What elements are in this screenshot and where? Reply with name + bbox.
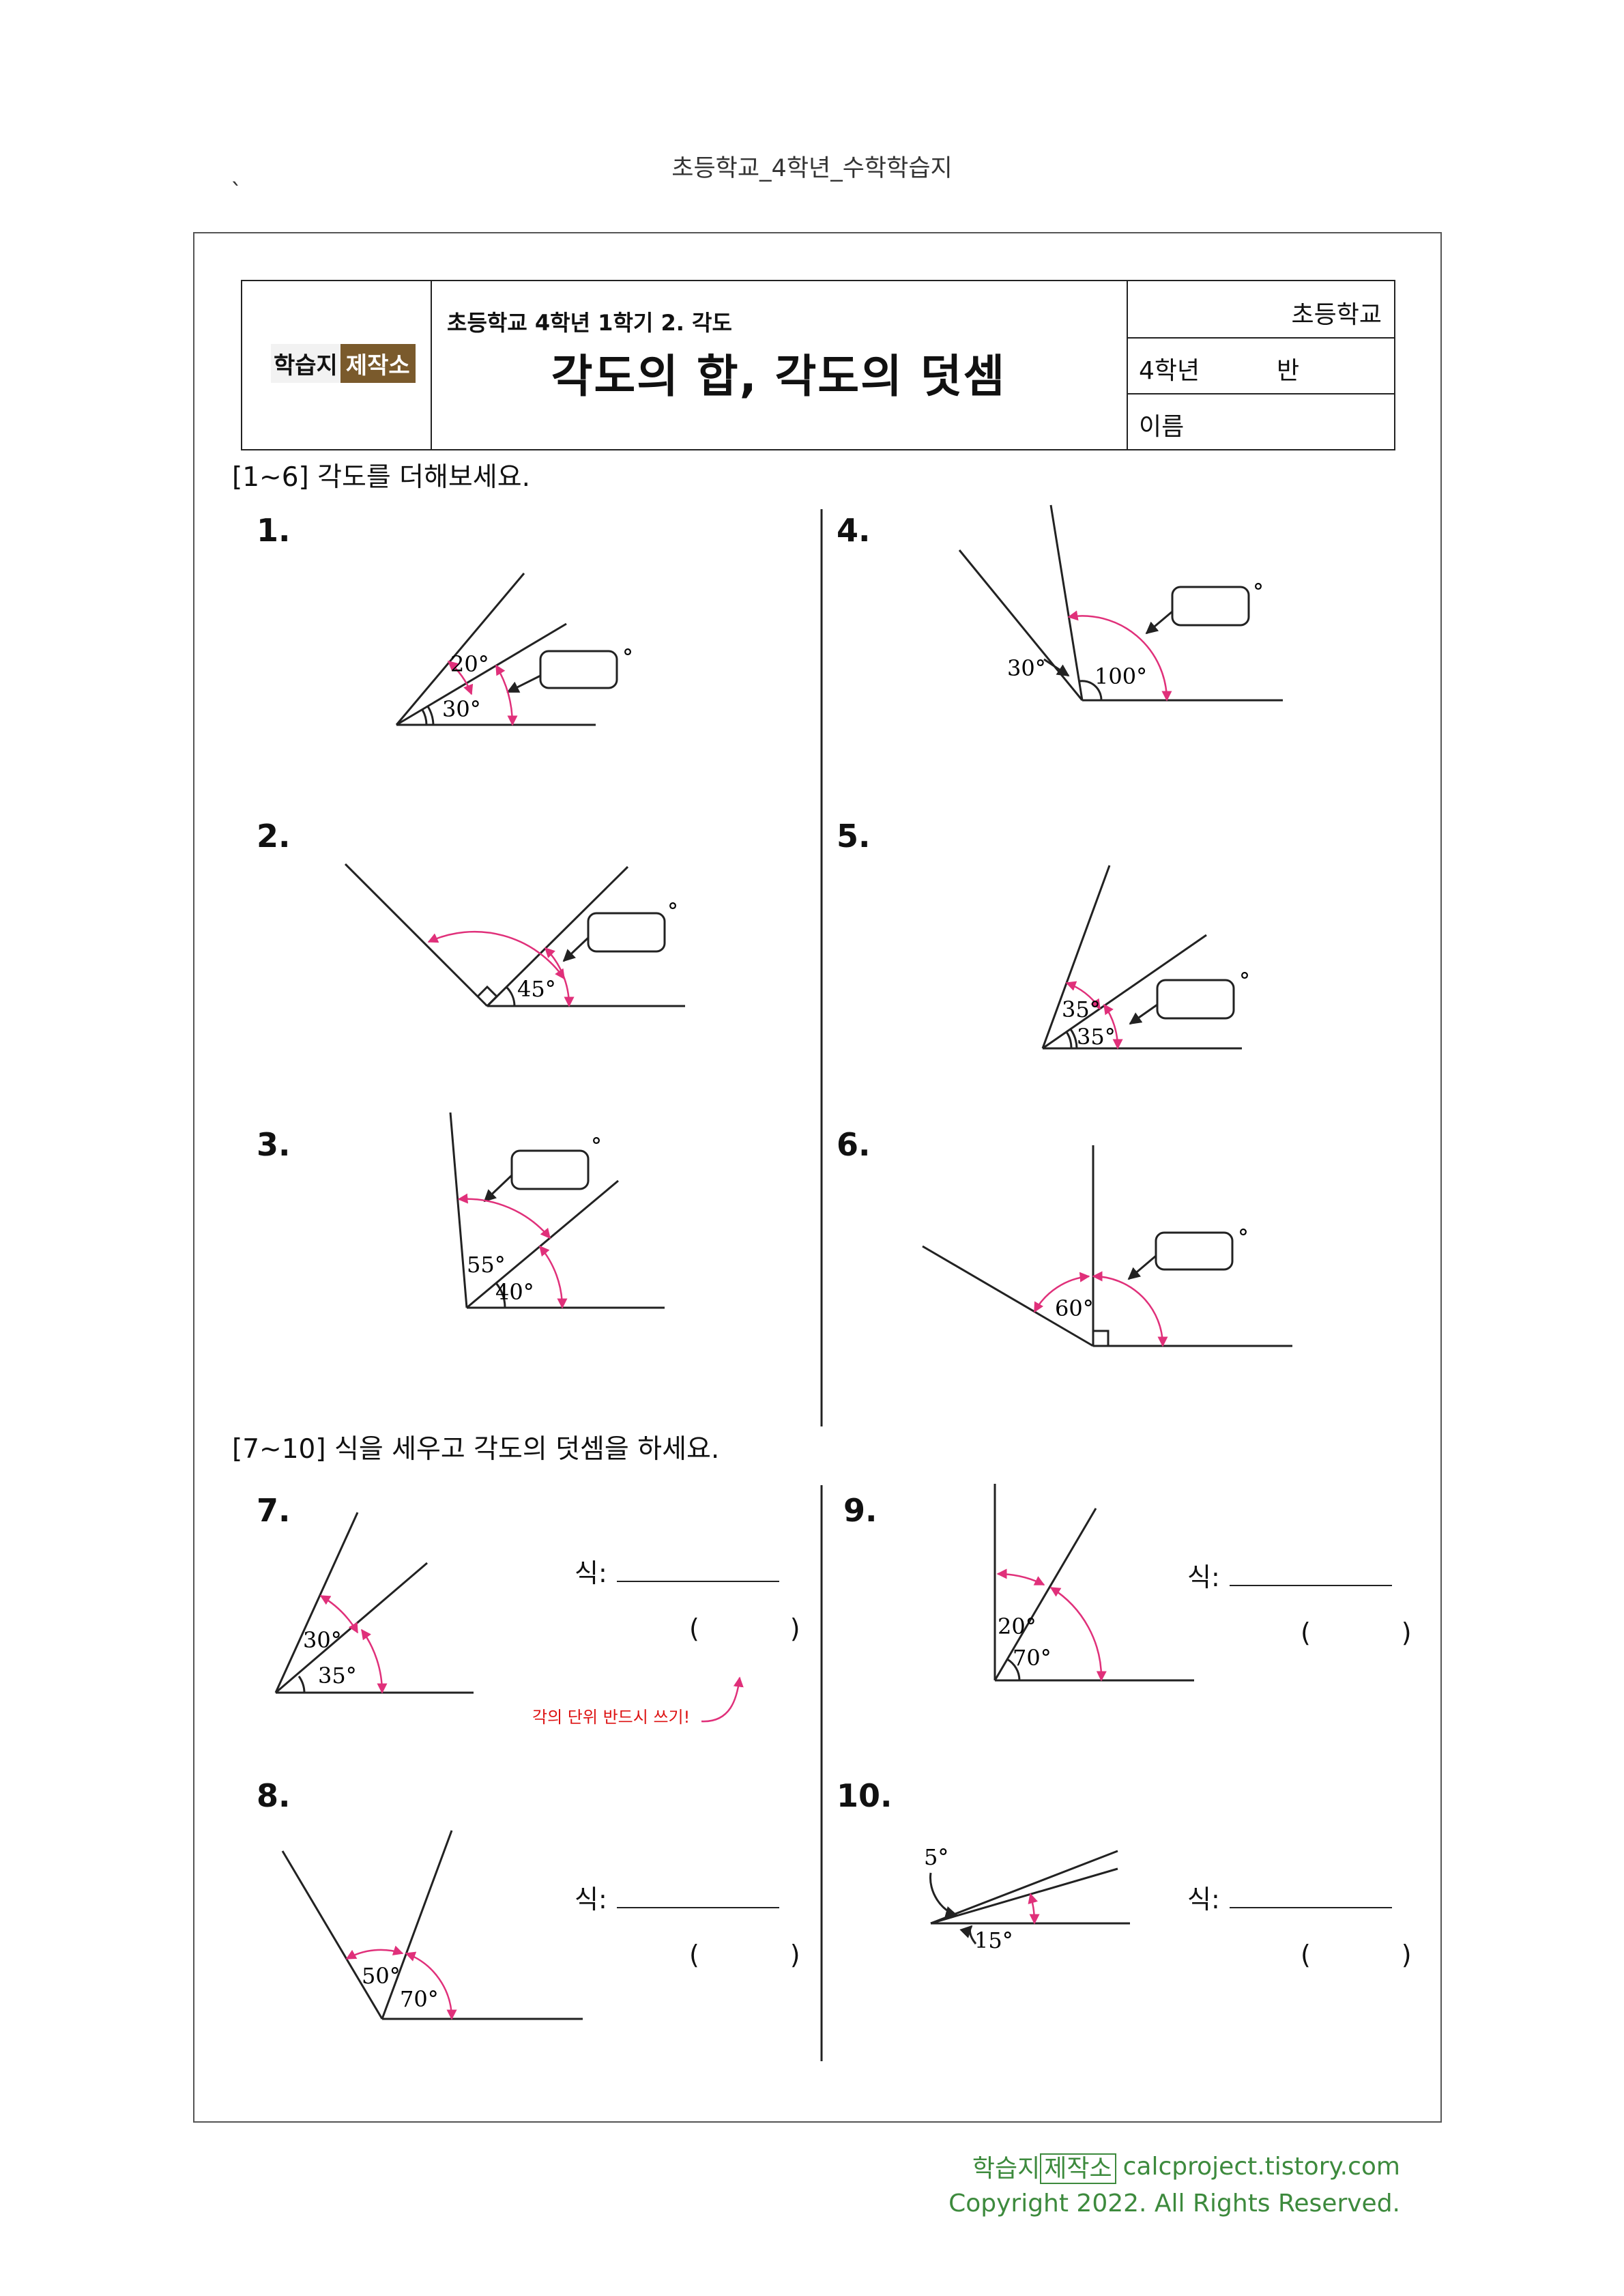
stray-mark: ` (231, 179, 242, 206)
equation-blank[interactable] (1230, 1585, 1392, 1586)
footer-copyright: Copyright 2022. All Rights Reserved. (948, 2190, 1400, 2218)
angle-label: 5° (924, 1844, 948, 1870)
problem-number: 9. (843, 1492, 878, 1529)
angle-label: 20° (450, 651, 489, 677)
problem-number: 10. (837, 1777, 893, 1814)
worksheet-frame (193, 232, 1442, 2123)
equation-blank[interactable] (617, 1907, 779, 1908)
answer-blank[interactable]: ( ) (689, 1940, 800, 1970)
angle-label: 35° (1062, 996, 1101, 1022)
diagram-1 (395, 573, 618, 726)
angle-label: 60° (1055, 1295, 1094, 1321)
angle-label: 40° (495, 1279, 534, 1305)
degree-symbol: ° (1253, 579, 1264, 605)
angle-label: 70° (1013, 1645, 1052, 1671)
footer-url[interactable]: calcproject.tistory.com (1122, 2152, 1400, 2181)
angle-label: 15° (974, 1927, 1013, 1953)
diagram-10 (929, 1850, 1130, 1945)
problem-number: 3. (257, 1126, 291, 1163)
grade-label: 4학년 (1139, 357, 1200, 385)
problem-number: 1. (257, 512, 291, 549)
angle-label: 70° (400, 1986, 439, 2012)
problem-number: 2. (257, 818, 291, 855)
school-label: 초등학교 (1291, 301, 1382, 329)
section2-instruction: [7~10] 식을 세우고 각도의 덧셈을 하세요. (232, 1434, 720, 1465)
worksheet-title: 각도의 합, 각도의 덧셈 (551, 350, 1006, 403)
degree-symbol: ° (667, 898, 678, 924)
equation-blank[interactable] (1230, 1907, 1392, 1908)
angle-label: 30° (303, 1627, 342, 1653)
angle-label: 30° (1007, 655, 1046, 681)
angle-label: 35° (1077, 1024, 1116, 1050)
angle-label: 55° (467, 1252, 506, 1278)
angle-label: 35° (318, 1663, 357, 1689)
problem-number: 5. (837, 818, 871, 855)
answer-blank[interactable]: ( ) (689, 1613, 800, 1644)
angle-label: 20° (998, 1613, 1036, 1639)
logo-part1: 학습지 (271, 343, 340, 383)
angle-label: 30° (442, 696, 481, 722)
logo-part2: 제작소 (340, 343, 416, 383)
angle-label: 100° (1094, 663, 1147, 689)
problem-number: 8. (257, 1777, 291, 1814)
equation-blank[interactable] (617, 1581, 779, 1582)
angle-label: 50° (362, 1963, 401, 1989)
page-title: 초등학교_4학년_수학학습지 (671, 155, 953, 182)
section1-instruction: [1~6] 각도를 더해보세요. (232, 462, 530, 493)
problem-number: 7. (257, 1492, 291, 1529)
footer-logo-part2: 제작소 (1040, 2153, 1116, 2184)
angle-label: 45° (517, 976, 556, 1002)
degree-symbol: ° (1239, 968, 1250, 994)
degree-symbol: ° (1238, 1224, 1249, 1250)
problem-number: 6. (837, 1126, 871, 1163)
diagram-2 (344, 863, 685, 1007)
footer-logo-part1: 학습지 (972, 2155, 1041, 2183)
unit-note: 각의 단위 반드시 쓰기! (532, 1708, 691, 1727)
equation-label: 식: (575, 1884, 607, 1914)
diagram-7 (274, 1512, 474, 1694)
equation-label: 식: (1187, 1562, 1220, 1592)
problem-number: 4. (837, 512, 871, 549)
answer-blank[interactable]: ( ) (1301, 1618, 1412, 1648)
class-label: 반 (1277, 357, 1300, 385)
subject-label: 초등학교 4학년 1학기 2. 각도 (447, 310, 732, 336)
equation-label: 식: (575, 1558, 607, 1588)
answer-blank[interactable]: ( ) (1301, 1940, 1412, 1970)
degree-symbol: ° (591, 1133, 602, 1159)
name-label: 이름 (1139, 413, 1185, 441)
equation-label: 식: (1187, 1884, 1220, 1914)
diagram-6 (922, 1145, 1292, 1347)
diagram-5 (1041, 865, 1242, 1050)
degree-symbol: ° (622, 644, 633, 670)
